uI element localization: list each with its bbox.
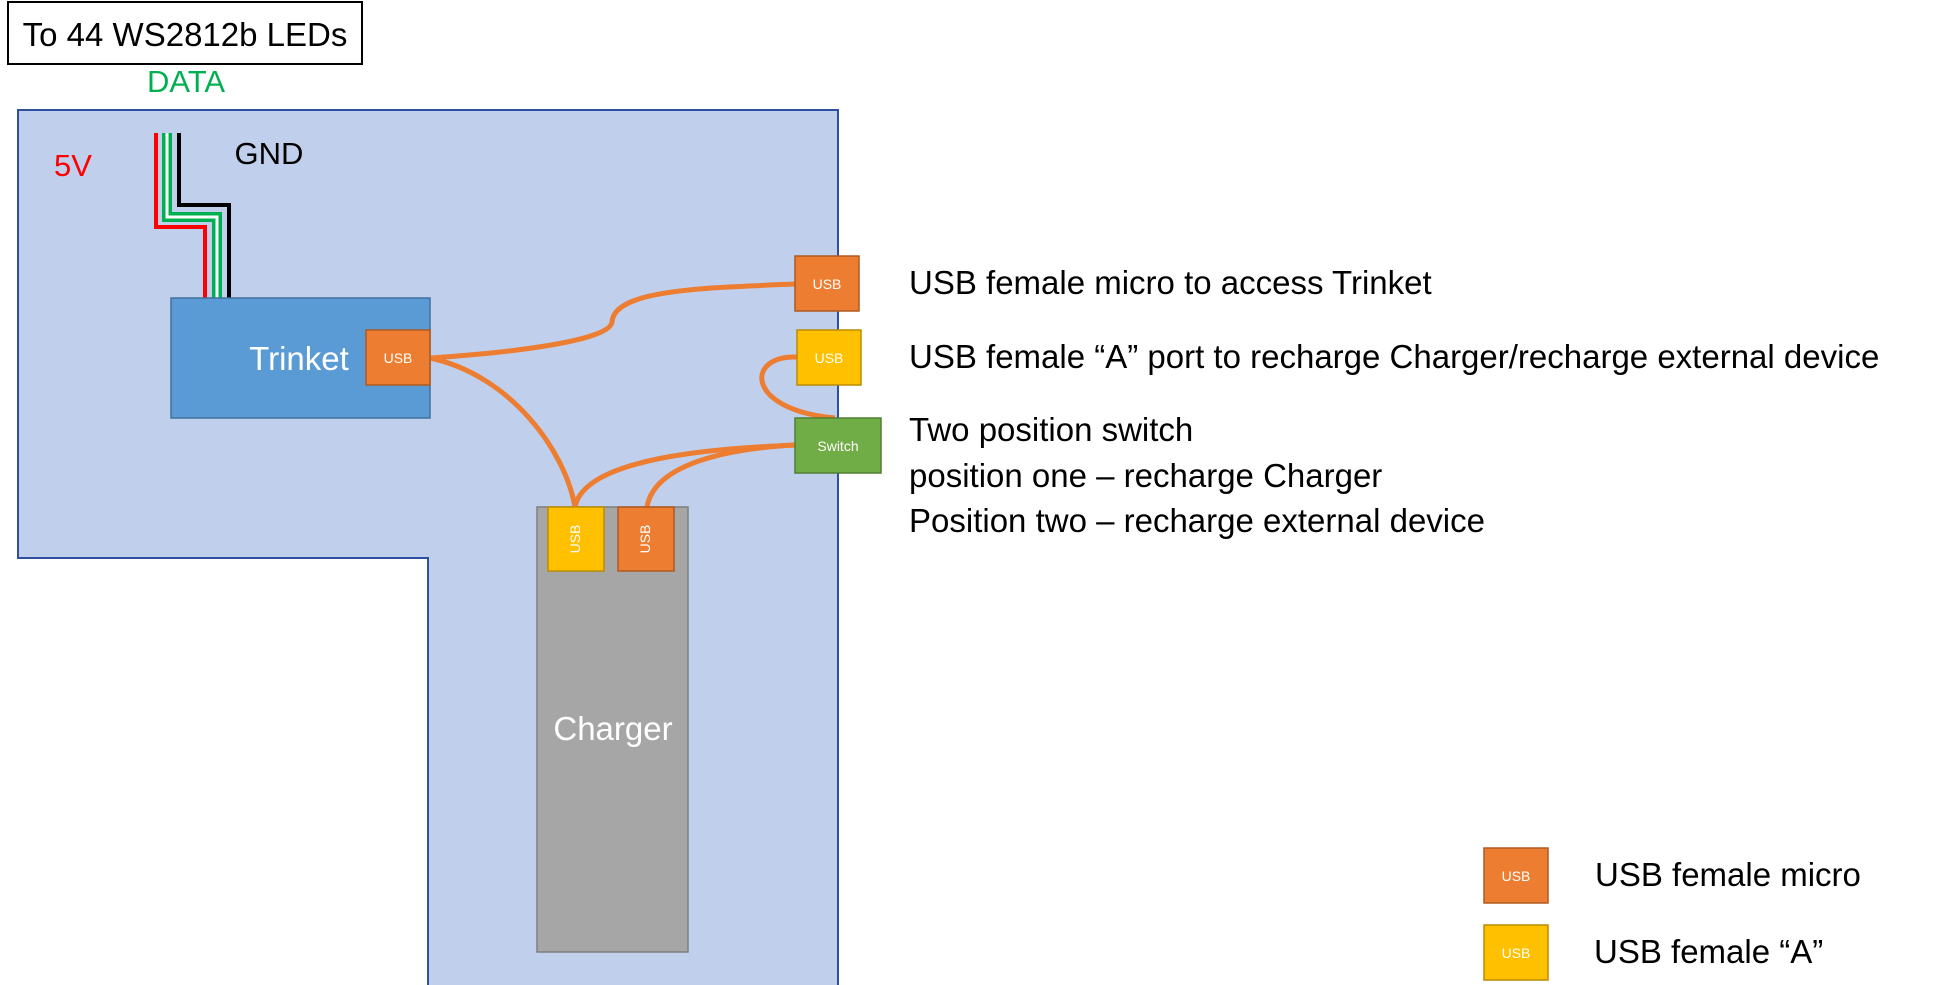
enclosure (17, 109, 839, 985)
header-label: To 44 WS2812b LEDs (23, 16, 348, 53)
trinket-usb-label: USB (384, 350, 413, 366)
charger-usb-micro-label: USB (637, 525, 653, 554)
trinket-label: Trinket (249, 340, 349, 377)
annotation-switch-position-two: Position two – recharge external device (909, 502, 1485, 539)
charger-usb-a-label: USB (567, 525, 583, 554)
header-box (7, 1, 363, 65)
wire-gnd (177, 133, 231, 298)
switch-box (794, 417, 882, 474)
annotation-usb-a-port: USB female “A” port to recharge Charger/… (909, 338, 1879, 375)
legend-a-swatch (1483, 924, 1549, 981)
charger-usb-a-port (547, 506, 605, 572)
usb-cables (429, 281, 836, 508)
charger-label: Charger (553, 710, 672, 747)
wire-data-core (165, 133, 219, 298)
charger-body (536, 506, 689, 953)
cable-trinket-to-micro-port (429, 281, 796, 361)
annotation-usb-micro-port: USB female micro to access Trinket (909, 264, 1432, 301)
cable-a-port-to-switch (759, 354, 836, 421)
legend-micro-swatch-label: USB (1502, 868, 1531, 884)
annotation-switch-position-one: position one – recharge Charger (909, 457, 1382, 494)
led-wires (154, 133, 231, 298)
usb-a-port-label: USB (815, 350, 844, 366)
legend: USB USB female micro USB USB female “A” (1483, 847, 1861, 981)
cable-trinket-to-charger (429, 355, 578, 508)
legend-a-label: USB female “A” (1594, 933, 1823, 970)
data-wire-label: DATA (147, 64, 225, 99)
charger-usb-micro-port (617, 506, 675, 572)
5v-wire-label: 5V (54, 148, 92, 183)
cable-charger-micro-to-switch (644, 442, 796, 508)
switch-label: Switch (817, 438, 858, 454)
legend-a-swatch-label: USB (1502, 945, 1531, 961)
gnd-wire-label: GND (235, 136, 304, 171)
usb-a-port (796, 329, 862, 386)
trinket-usb-port (365, 329, 431, 386)
legend-micro-label: USB female micro (1595, 856, 1861, 893)
wire-5v (154, 133, 207, 298)
usb-micro-port-label: USB (813, 276, 842, 292)
annotation-switch-title: Two position switch (909, 411, 1193, 448)
usb-micro-port (794, 255, 860, 312)
legend-micro-swatch (1483, 847, 1549, 904)
